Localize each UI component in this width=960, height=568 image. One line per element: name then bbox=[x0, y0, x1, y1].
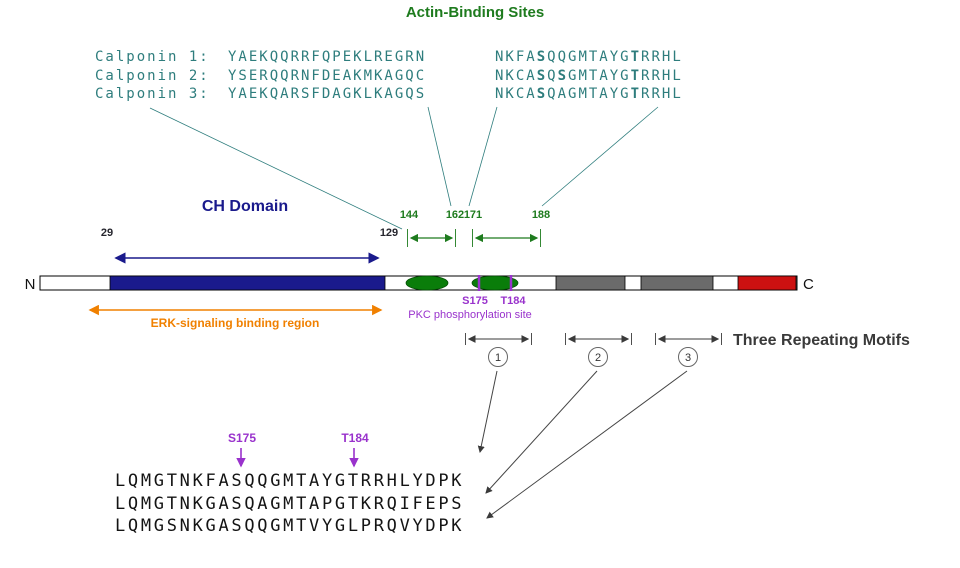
connector-line bbox=[541, 106, 659, 207]
connector-line bbox=[149, 107, 403, 230]
c-terminal-segment bbox=[737, 275, 797, 291]
ch-domain-annotation: CH Domain 29 129 bbox=[101, 198, 398, 264]
erk-region-label: ERK-signaling binding region bbox=[151, 316, 320, 330]
connector-line bbox=[468, 106, 498, 207]
connector-line bbox=[427, 106, 452, 207]
calponin-3-actin-binding-sequence: NKCASQAGMTAYGTRRHL bbox=[495, 86, 683, 102]
three-repeating-motifs-label: Three Repeating Motifs bbox=[733, 332, 910, 349]
sequence-alignment: Calponin 1: YAEKQQRRFQPEKLREGRN NKFASQQG… bbox=[95, 49, 683, 102]
calponin-1-label: Calponin 1: bbox=[95, 49, 210, 65]
repeat-sequence-3: LQMGSNKGASQQGMTVYGLPRQVYDPK bbox=[115, 516, 464, 536]
repeat-sequence-1: LQMGTNKFASQQGMTAYGTRRHLYDPK bbox=[115, 471, 464, 491]
actin-site-position-markers: 144 162 171 188 bbox=[400, 209, 550, 247]
position-188: 188 bbox=[532, 209, 550, 221]
calponin-1-row: Calponin 1: YAEKQQRRFQPEKLREGRN NKFASQQG… bbox=[95, 49, 683, 65]
s175-label: S175 bbox=[462, 295, 488, 307]
ch-domain-segment bbox=[109, 275, 386, 291]
calponin-2-actin-binding-sequence: NKCASQSGMTAYGTRRHL bbox=[495, 68, 683, 84]
position-144: 144 bbox=[400, 209, 419, 221]
sequence-to-map-connectors bbox=[149, 106, 659, 230]
actin-binding-sites-title: Actin-Binding Sites bbox=[406, 4, 544, 21]
calponin-2-row: Calponin 2: YSERQQRNFDEAKMKAGQC NKCASQSG… bbox=[95, 68, 683, 84]
motif-3-number: 3 bbox=[685, 352, 691, 364]
calponin-3-nterm-sequence: YAEKQARSFDAGKLKAGQS bbox=[228, 86, 426, 102]
calponin-2-label: Calponin 2: bbox=[95, 68, 210, 84]
calponin-1-actin-binding-sequence: NKFASQQGMTAYGTRRHL bbox=[495, 49, 683, 65]
repeat-sequences: S175 T184 LQMGTNKFASQQGMTAYGTRRHLYDPK LQ… bbox=[115, 431, 464, 536]
three-repeating-motifs: 1 2 3 Three Repeating Motifs bbox=[465, 332, 910, 367]
calponin-2-nterm-sequence: YSERQQRNFDEAKMKAGQC bbox=[228, 68, 426, 84]
motif-3-badge bbox=[678, 347, 698, 367]
c-terminus-label: C bbox=[803, 276, 814, 293]
n-terminus-label: N bbox=[25, 276, 36, 293]
motif-3-pointer-arrow bbox=[486, 370, 688, 519]
s175-bottom-label: S175 bbox=[228, 431, 256, 445]
motif-sequence-arrows bbox=[477, 370, 688, 519]
erk-annotation: ERK-signaling binding region bbox=[88, 304, 383, 330]
motif-2-badge bbox=[588, 347, 608, 367]
actin-binding-site-2-ellipse bbox=[471, 275, 519, 291]
t184-bottom-label: T184 bbox=[341, 431, 369, 445]
repeat-segment-b bbox=[640, 275, 714, 291]
position-129: 129 bbox=[380, 227, 398, 239]
actin-binding-site-1-ellipse bbox=[405, 275, 449, 291]
motif-1-badge bbox=[488, 347, 508, 367]
position-29: 29 bbox=[101, 227, 113, 239]
protein-bar: N C bbox=[25, 275, 814, 293]
pkc-annotation: S175 T184 PKC phosphorylation site bbox=[408, 295, 532, 321]
motif-2-number: 2 bbox=[595, 352, 601, 364]
repeat-sequence-2: LQMGTNKGASQAGMTAPGTKRQIFEPS bbox=[115, 494, 464, 514]
position-162: 162 bbox=[446, 209, 464, 221]
motif-1-pointer-arrow bbox=[477, 370, 498, 454]
motif-1-number: 1 bbox=[495, 352, 501, 364]
calponin-1-nterm-sequence: YAEKQQRRFQPEKLREGRN bbox=[228, 49, 426, 65]
motif-2-pointer-arrow bbox=[485, 370, 598, 494]
pkc-site-label: PKC phosphorylation site bbox=[408, 309, 532, 321]
position-171: 171 bbox=[464, 209, 482, 221]
repeat-segment-a bbox=[555, 275, 626, 291]
calponin-3-row: Calponin 3: YAEKQARSFDAGKLKAGQS NKCASQAG… bbox=[95, 86, 683, 102]
calponin-3-label: Calponin 3: bbox=[95, 86, 210, 102]
ch-domain-label: CH Domain bbox=[202, 198, 288, 215]
t184-label: T184 bbox=[500, 295, 526, 307]
